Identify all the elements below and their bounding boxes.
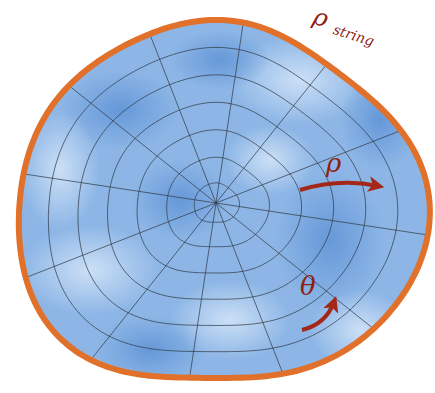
grid-spoke [190, 203, 216, 376]
shading-spot [275, 170, 385, 310]
shading-spot [170, 30, 270, 90]
membrane-fill [19, 20, 430, 378]
grid-spoke [216, 25, 243, 204]
radial-coordinate: ρ [326, 150, 341, 176]
membrane-shading [20, 30, 420, 385]
grid-spoke [216, 131, 399, 203]
polar-grid [26, 25, 426, 376]
grid-spoke [216, 203, 372, 328]
radial-arrow [300, 183, 378, 190]
boundary-subscript: string [332, 22, 376, 48]
grid-spoke [26, 174, 217, 203]
grid-spoke [92, 203, 216, 358]
string-boundary [19, 20, 430, 378]
grid-spoke [71, 87, 217, 203]
angular-coordinate: θ [300, 273, 316, 299]
grid-spoke [216, 203, 426, 235]
angular-arrow [302, 302, 334, 330]
grid-spoke [151, 36, 217, 203]
grid-spoke [216, 203, 282, 372]
boundary-symbol: ρ [311, 4, 332, 31]
grid-ring [48, 47, 397, 351]
shading-spot [20, 110, 100, 230]
grid-spoke [216, 66, 326, 203]
shading-spot [20, 225, 160, 315]
grid-spoke [28, 203, 216, 277]
